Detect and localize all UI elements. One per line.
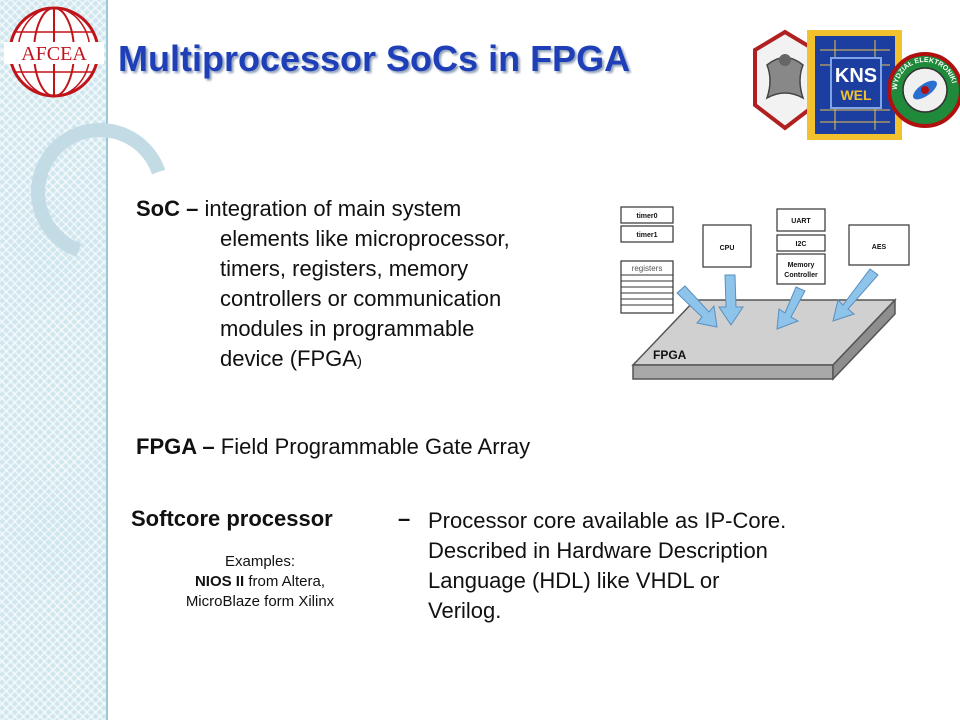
softcore-desc-line-2: Described in Hardware Description xyxy=(428,538,768,563)
afcea-logo-text: AFCEA xyxy=(21,43,87,65)
soc-term: SoC – xyxy=(136,196,199,221)
fpga-term: FPGA – xyxy=(136,434,215,459)
memory-label-1: Memory xyxy=(788,262,815,269)
uart-block xyxy=(776,208,826,232)
softcore-dash: – xyxy=(398,506,411,531)
soc-line-3: timers, registers, memory xyxy=(220,256,469,281)
fpga-definition-text: Field Programmable Gate Array xyxy=(214,434,531,459)
arrow-registers-to-fpga xyxy=(676,285,718,328)
soc-fpga-diagram: FPGA timer0 timer1 registers CPU UART I2… xyxy=(620,206,910,381)
afcea-logo: AFCEA xyxy=(4,6,104,98)
registers-label: registers xyxy=(632,264,663,273)
aes-block xyxy=(848,224,910,266)
i2c-block xyxy=(776,234,826,252)
arrow-memory-to-fpga xyxy=(776,286,806,330)
memory-label-2: Controller xyxy=(784,272,818,279)
softcore-desc-line-1: Processor core available as IP-Core. xyxy=(428,508,787,533)
kns-wel-logo: KNS WEL xyxy=(807,30,902,140)
example-nios-vendor: from Altera, xyxy=(244,573,326,590)
aes-label: AES xyxy=(872,244,887,251)
soc-line-2: elements like microprocessor, xyxy=(220,226,510,251)
examples-heading: Examples: xyxy=(224,553,296,570)
arrow-cpu-to-fpga xyxy=(718,274,744,326)
university-logos: KNS WEL WYDZIAŁ ELEKTRONIKI xyxy=(753,29,960,140)
cpu-block xyxy=(702,224,752,268)
example-microblaze: MicroBlaze form Xilinx xyxy=(185,593,335,610)
timer1-label: timer1 xyxy=(636,232,657,239)
faculty-ring-logo: WYDZIAŁ ELEKTRONIKI xyxy=(887,52,960,128)
side-decoration-strip xyxy=(0,0,106,720)
memory-controller-block xyxy=(776,253,826,285)
soc-line-6: device (FPGA xyxy=(220,346,357,371)
fpga-board-label: FPGA xyxy=(653,348,687,362)
soc-line-4: controllers or communication xyxy=(220,286,502,311)
softcore-examples: Examples: NIOS II from Altera, MicroBlaz… xyxy=(150,552,370,612)
wel-logo-text: WEL xyxy=(840,87,872,103)
softcore-desc-line-3: Language (HDL) like VHDL or xyxy=(428,568,720,593)
soc-definition: SoC – integration of main system element… xyxy=(136,194,596,377)
side-divider-line xyxy=(106,0,108,720)
example-nios-name: NIOS II xyxy=(194,573,245,590)
timer1-block xyxy=(620,225,674,243)
cpu-label: CPU xyxy=(720,245,735,252)
i2c-label: I2C xyxy=(796,241,807,248)
eagle-emblem-icon xyxy=(753,29,817,131)
softcore-term: Softcore processor xyxy=(131,506,333,531)
soc-line-1: integration of main system xyxy=(198,196,462,221)
uart-label: UART xyxy=(791,218,811,225)
soc-line-5: modules in programmable xyxy=(220,316,475,341)
slide-title: Multiprocessor SoCs in FPGA xyxy=(118,38,631,79)
timer0-block xyxy=(620,206,674,224)
soc-line-6-tail: ) xyxy=(356,353,362,370)
registers-block: registers xyxy=(620,260,674,314)
softcore-desc-line-4: Verilog. xyxy=(428,598,502,623)
softcore-description: Processor core available as IP-Core. Des… xyxy=(428,506,898,626)
arrow-aes-to-fpga xyxy=(832,268,879,322)
fpga-definition: FPGA – Field Programmable Gate Array xyxy=(136,434,530,460)
kns-logo-text: KNS xyxy=(835,65,877,87)
fpga-board: FPGA xyxy=(631,298,897,381)
timer0-label: timer0 xyxy=(636,213,657,220)
